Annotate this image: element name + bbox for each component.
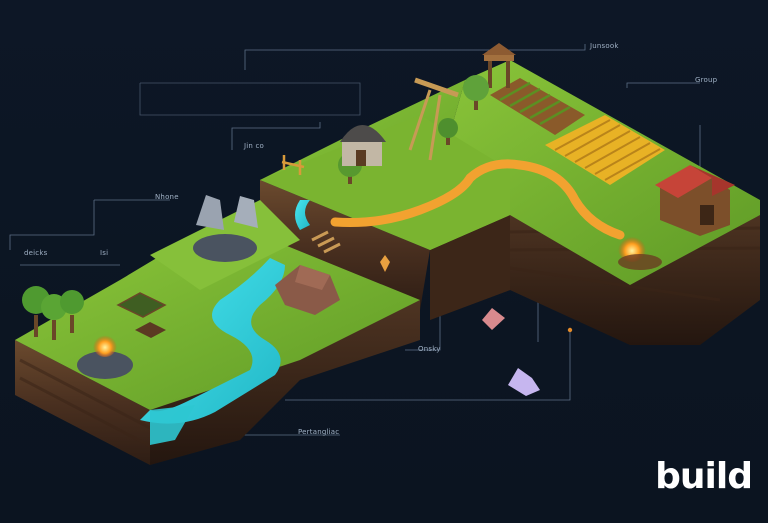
bridge: [311, 230, 341, 254]
floating-crystals: [380, 255, 540, 396]
orange-path: [330, 159, 625, 240]
trees: [22, 75, 489, 340]
fence: [281, 155, 305, 175]
campfire-left: [77, 333, 133, 379]
label-jungle: Junsook: [590, 42, 619, 50]
campfire-right: [618, 234, 662, 270]
swing: [408, 77, 459, 161]
label-jinco: Jin co: [244, 142, 265, 150]
dome-hut: [340, 125, 386, 166]
label-onsky: Onsky: [418, 345, 441, 353]
label-pertangliac: Pertangliac: [298, 428, 340, 436]
standing-stones: [193, 195, 258, 262]
wheat-field: [545, 115, 665, 185]
garden-plot: [116, 292, 167, 338]
label-deicks: deicks: [24, 249, 48, 257]
label-group: Group: [695, 76, 718, 84]
label-nhone: Nhone: [155, 193, 179, 201]
boulder-pile: [275, 265, 340, 315]
watchtower: [482, 43, 516, 88]
brand-logo: build: [655, 456, 753, 497]
river: [140, 200, 310, 445]
vegetable-field: [490, 78, 585, 135]
label-isi: Isi: [100, 249, 109, 257]
barn: [655, 165, 735, 236]
callout-lines: [9, 44, 701, 436]
